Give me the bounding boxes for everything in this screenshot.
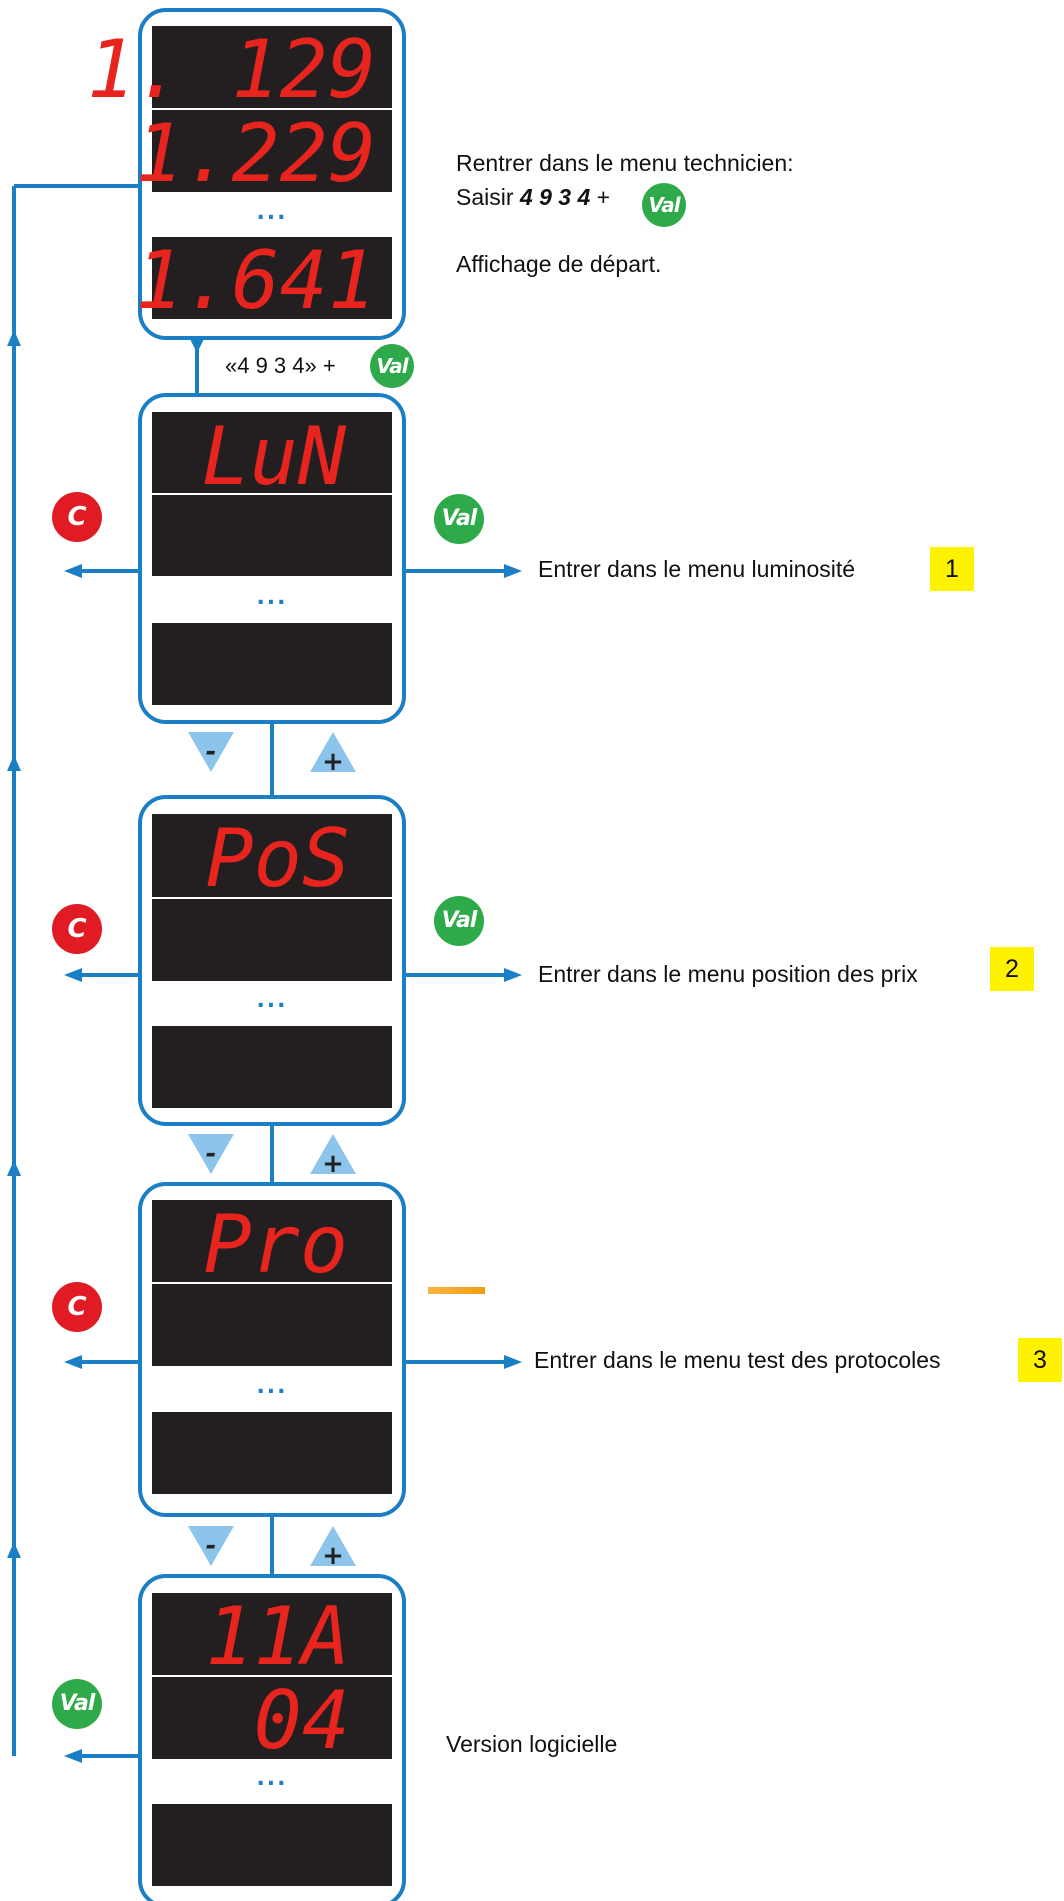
- ellipsis: ...: [256, 200, 288, 225]
- ellipsis: ...: [256, 988, 288, 1013]
- forward-arrowheads: [504, 564, 522, 1369]
- plus-icon[interactable]: +: [322, 1149, 344, 1179]
- tiny-artifact: [428, 1287, 485, 1294]
- panel-version: [138, 1574, 406, 1901]
- entry-arrowhead: [190, 339, 204, 353]
- ellipsis: ...: [256, 585, 288, 610]
- ellipsis: ...: [256, 1374, 288, 1399]
- back-arrowheads: [64, 564, 82, 1763]
- panel-start: [138, 8, 406, 340]
- minus-icon[interactable]: -: [206, 1531, 217, 1561]
- back-arrows: [78, 569, 140, 1758]
- intro-plus: +: [590, 184, 617, 210]
- version-label: Version logicielle: [446, 1731, 618, 1757]
- display-pos-line1: PoS: [206, 812, 351, 905]
- panel-pro: [138, 1182, 406, 1517]
- display-version-line2: 04: [254, 1674, 350, 1767]
- val-button[interactable]: Val: [434, 494, 484, 544]
- menu-item-pro: Entrer dans le menu test des protocoles: [534, 1347, 941, 1373]
- intro-line1: Rentrer dans le menu technicien:: [456, 150, 794, 176]
- display-lum-line1: LuN: [202, 410, 347, 503]
- menu-ref-1: 1: [930, 547, 974, 591]
- panel-lum: [138, 393, 406, 724]
- val-icon: Val: [370, 344, 414, 388]
- c-button[interactable]: C: [52, 904, 102, 954]
- entry-label: «4 9 3 4» +: [225, 353, 336, 378]
- nav-buttons: [188, 732, 356, 1566]
- display-version-line1: 11A: [206, 1590, 351, 1683]
- up-arrowheads: [7, 330, 21, 1558]
- c-button[interactable]: C: [52, 492, 102, 542]
- menu-item-lum: Entrer dans le menu luminosité: [538, 556, 856, 582]
- intro-code: 4 9 3 4: [519, 184, 591, 210]
- c-button[interactable]: C: [52, 1282, 102, 1332]
- display-start-line3: 1.641: [135, 234, 376, 327]
- display-pro-line1: Pro: [204, 1198, 349, 1291]
- minus-icon[interactable]: -: [206, 1139, 217, 1169]
- display-start-line1: 1. 129: [87, 23, 376, 116]
- val-button[interactable]: Val: [434, 896, 484, 946]
- panel-pos: [138, 795, 406, 1126]
- val-button[interactable]: Val: [52, 1679, 102, 1729]
- menu-ref-2: 2: [990, 947, 1034, 991]
- display-start-line2: 1.229: [135, 107, 376, 200]
- minus-icon[interactable]: -: [206, 737, 217, 767]
- menu-item-pos: Entrer dans le menu position des prix: [538, 961, 918, 987]
- return-line: [12, 184, 140, 1756]
- plus-icon[interactable]: +: [322, 1541, 344, 1571]
- forward-arrows: [404, 569, 506, 1364]
- intro-line3: Affichage de départ.: [456, 251, 662, 277]
- intro-line2: Saisir 4 9 3 4 + .: [456, 183, 677, 211]
- menu-ref-3: 3: [1018, 1338, 1062, 1382]
- ellipsis: ...: [256, 1766, 288, 1791]
- val-icon: Val: [642, 183, 686, 227]
- nav-button-labels: - + - + - +: [206, 737, 344, 1571]
- plus-icon[interactable]: +: [322, 747, 344, 777]
- intro-prefix: Saisir: [456, 184, 520, 210]
